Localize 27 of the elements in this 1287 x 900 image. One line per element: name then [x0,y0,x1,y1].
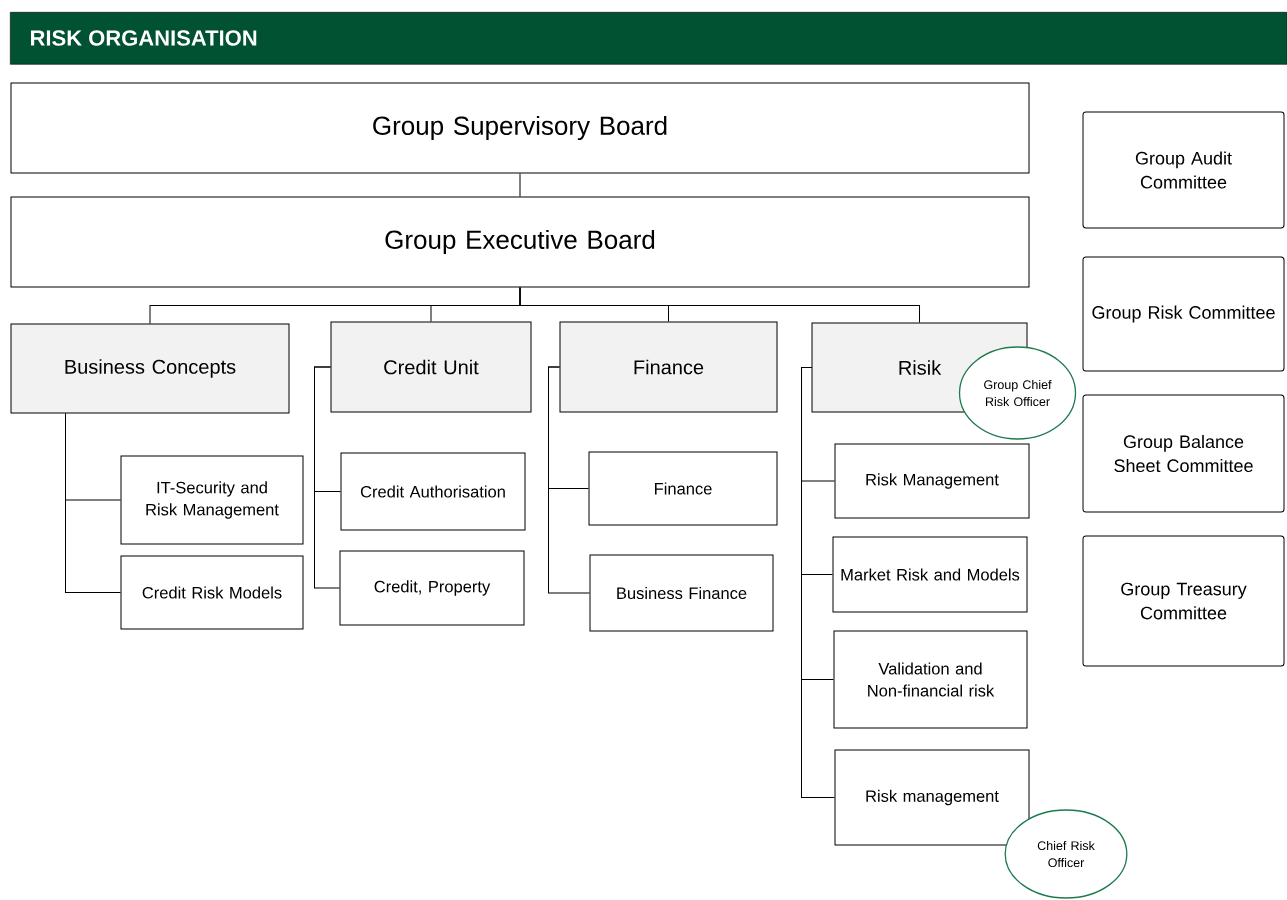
unit-box: Risk management [834,749,1030,846]
connector-line [519,173,521,197]
unit-box: Market Risk and Models [832,536,1028,613]
box: Group Supervisory Board [10,82,1030,174]
node-label: Chief Risk Officer [1037,840,1095,868]
department-box: Credit Unit [330,321,532,413]
unit-box: IT-Security and Risk Management [120,455,304,545]
header-bar: RISK ORGANISATION [10,12,1287,65]
department-box: Business Concepts [10,323,290,414]
box: Group Executive Board [10,196,1030,288]
committee-box: Group Audit Committee [1082,111,1285,229]
committee-box: Group Risk Committee [1082,256,1285,372]
committee-box: Group Treasury Committee [1082,535,1285,667]
unit-box: Finance [588,451,778,526]
unit-box: Business Finance [589,554,774,632]
connector-line [65,413,121,593]
connector-line [314,366,340,589]
connector-line [801,367,835,798]
unit-box: Credit Authorisation [340,452,526,531]
unit-box: Credit, Property [339,550,525,626]
committee-box: Group Balance Sheet Committee [1082,394,1285,513]
department-box: Finance [559,321,778,413]
unit-box: Risk Management [834,443,1030,519]
connector-line [519,287,920,323]
connector-line [548,366,590,594]
unit-box: Credit Risk Models [120,555,304,630]
unit-box: Validation and Non-financial risk [833,630,1028,729]
